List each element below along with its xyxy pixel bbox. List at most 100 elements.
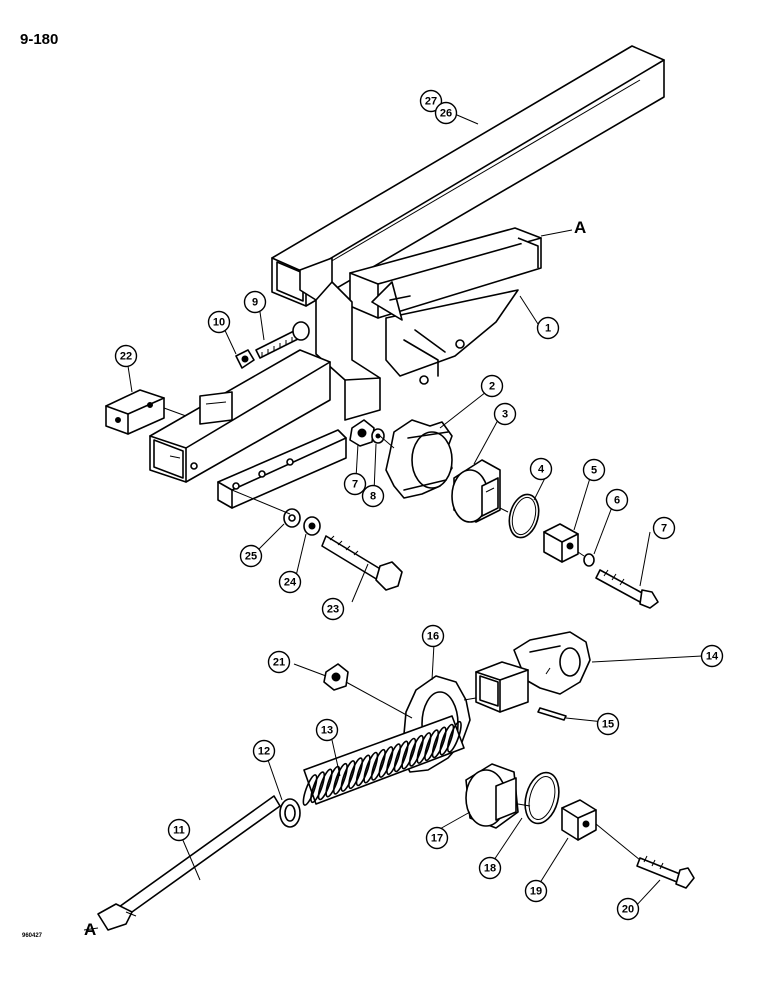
- callout-label: 20: [622, 904, 634, 916]
- spring-coil: [317, 768, 333, 801]
- callout-label: 18: [484, 863, 496, 875]
- callout-label: 12: [258, 746, 270, 758]
- callout-label: 3: [502, 409, 508, 421]
- block-19: [561, 799, 597, 841]
- callout-16: 16: [421, 624, 445, 648]
- spring-coil: [431, 726, 447, 759]
- spring-coil: [302, 774, 318, 806]
- spring-coil: [416, 732, 432, 764]
- callout-13: 13: [315, 718, 339, 742]
- spring-coil: [378, 746, 394, 778]
- callout-26: 26: [434, 101, 458, 125]
- callout-7: 7: [343, 472, 367, 496]
- clevis-bracket-14: [475, 631, 591, 713]
- callout-label: 17: [431, 833, 443, 845]
- block-5-washer-7-bolt-6: [543, 523, 659, 609]
- callout-circle: [421, 624, 445, 648]
- callout-8: 8: [361, 484, 385, 508]
- callout-10: 10: [207, 310, 231, 334]
- callout-label: 2: [489, 381, 495, 393]
- callout-label: 21: [273, 657, 285, 669]
- callout-label: 1: [545, 323, 551, 335]
- reference-letter-top: A: [574, 218, 586, 237]
- callout-circle: [243, 290, 267, 314]
- snap-ring-4: [508, 493, 540, 539]
- callout-circle: [278, 570, 302, 594]
- leader-lines: [127, 111, 703, 909]
- spring-coil: [310, 771, 326, 804]
- callout-15: 15: [596, 712, 620, 736]
- callout-label: 26: [440, 108, 452, 120]
- spring-coil: [355, 754, 371, 787]
- callout-circle: [493, 402, 517, 426]
- callout-circle: [167, 818, 191, 842]
- callout-12: 12: [252, 739, 276, 763]
- callout-21: 21: [267, 650, 291, 674]
- callout-label: 22: [120, 351, 132, 363]
- callout-circle: [616, 897, 640, 921]
- bolt-20: [636, 855, 695, 889]
- spring-coil: [424, 729, 440, 762]
- callout-circle: [478, 856, 502, 880]
- callout-2: 2: [480, 374, 504, 398]
- callout-27: 27: [419, 89, 443, 113]
- spring-13: [302, 715, 465, 806]
- callout-circle: [252, 739, 276, 763]
- callout-label: 25: [245, 551, 257, 563]
- callout-circle: [582, 458, 606, 482]
- callout-23: 23: [321, 597, 345, 621]
- callout-label: 4: [538, 464, 545, 476]
- callout-circle: [343, 472, 367, 496]
- callout-circle: [315, 718, 339, 742]
- callout-25: 25: [239, 544, 263, 568]
- callout-20: 20: [616, 897, 640, 921]
- callout-18: 18: [478, 856, 502, 880]
- callout-label: 23: [327, 604, 339, 616]
- assembly-centerlines: [83, 229, 641, 931]
- callout-17: 17: [425, 826, 449, 850]
- spring-coil: [370, 748, 386, 781]
- callout-circle: [529, 457, 553, 481]
- spring-coil: [439, 723, 455, 756]
- callout-circle: [434, 101, 458, 125]
- callout-circle: [419, 89, 443, 113]
- callout-label: 14: [706, 651, 719, 663]
- callout-circle: [239, 544, 263, 568]
- bearing-3: [451, 459, 501, 523]
- callout-label: 16: [427, 631, 439, 643]
- nut-21: [323, 663, 349, 691]
- callout-14: 14: [700, 644, 724, 668]
- callout-circle: [524, 879, 548, 903]
- callout-circle: [480, 374, 504, 398]
- drawing-code: 960427: [22, 933, 43, 939]
- snap-ring-18: [524, 771, 560, 825]
- callout-label: 9: [252, 297, 258, 309]
- spring-coil: [386, 743, 402, 776]
- callout-label: 11: [173, 825, 185, 837]
- callout-label: 7: [661, 523, 667, 535]
- callout-label: 15: [602, 719, 614, 731]
- bolt-23-washers-24-25: [283, 508, 403, 591]
- spring-coil: [401, 737, 417, 770]
- spring-coil: [340, 760, 356, 792]
- callout-6: 6: [605, 488, 629, 512]
- callout-circle: [652, 516, 676, 540]
- callout-1: 1: [536, 316, 560, 340]
- callout-label: 27: [425, 96, 437, 108]
- spring-coil: [348, 757, 364, 790]
- callout-label: 5: [591, 465, 597, 477]
- callout-circle: [207, 310, 231, 334]
- spring-coil: [332, 762, 348, 795]
- callout-19: 19: [524, 879, 548, 903]
- spring-coil: [408, 734, 424, 767]
- callout-circle: [267, 650, 291, 674]
- sprocket-2: [385, 419, 453, 499]
- callout-label: 6: [614, 495, 620, 507]
- rod-11: [97, 795, 281, 931]
- callout-4: 4: [529, 457, 553, 481]
- callout-circle: [605, 488, 629, 512]
- callout-7: 7: [652, 516, 676, 540]
- callout-circle: [114, 344, 138, 368]
